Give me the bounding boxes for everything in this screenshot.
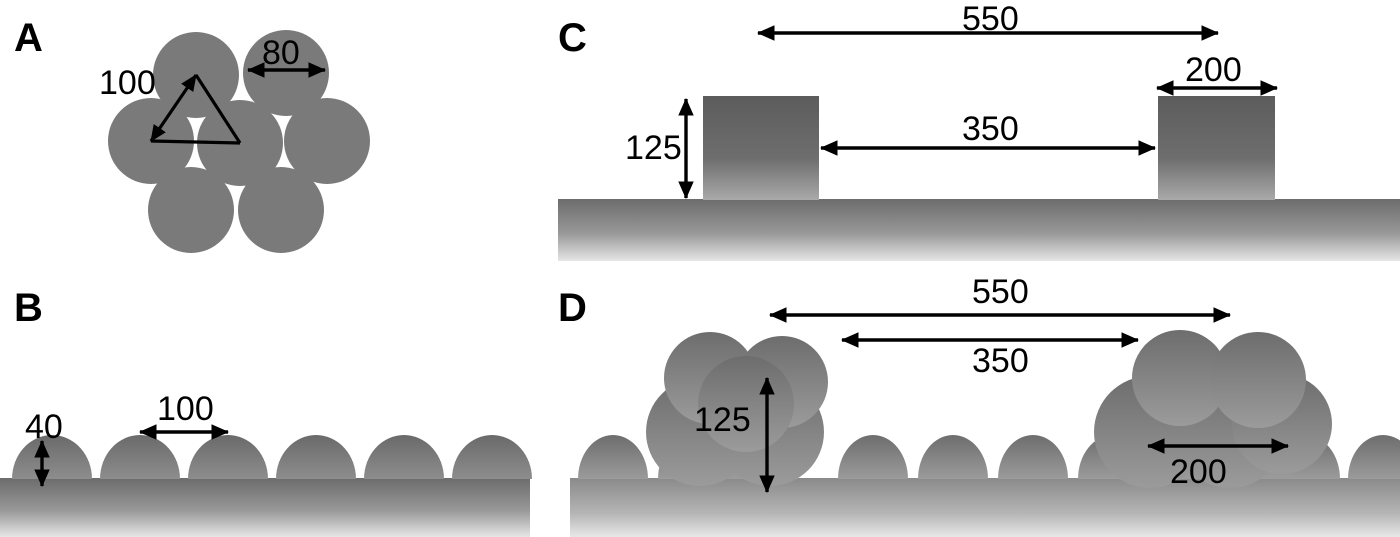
panel-letter-b: B: [14, 286, 43, 330]
dimension-label-b-pitch: 100: [157, 390, 214, 428]
substrate: [570, 478, 1400, 537]
dimension-label-d-height: 125: [694, 401, 751, 439]
nanodot-dome: [838, 435, 908, 479]
panel-letter-a: A: [14, 16, 43, 60]
dimension-label-a-diameter: 80: [262, 34, 300, 72]
nanodot-circle: [284, 98, 370, 184]
pitch-triangle: [149, 74, 242, 145]
nanodot-dome: [918, 435, 988, 479]
panel-b-graphics: [0, 424, 532, 537]
dimension-label-c-width: 200: [1185, 51, 1242, 89]
nanodot-dome: [188, 435, 268, 479]
dimension-label-d-gap: 350: [972, 342, 1029, 380]
panel-a-graphics: [108, 30, 370, 253]
nanodot-dome: [1348, 435, 1400, 479]
dimension-label-b-height: 40: [25, 408, 63, 446]
nanodot-dome: [364, 435, 444, 479]
nanodot-dome: [276, 435, 356, 479]
nanodot-dome: [452, 435, 532, 479]
substrate: [558, 199, 1400, 261]
substrate: [0, 478, 530, 537]
dimension-label-d-pitch: 550: [972, 273, 1029, 311]
hierarchical-micropillar: [1094, 330, 1332, 488]
panel-c-graphics: [558, 25, 1400, 261]
dimension-label-a-pitch: 100: [99, 64, 156, 102]
nanodot-dome: [578, 435, 648, 479]
dimension-label-d-width: 200: [1170, 453, 1227, 491]
dimension-label-c-gap: 350: [962, 110, 1019, 148]
panel-d-graphics: [570, 307, 1400, 537]
panel-letter-c: C: [558, 16, 587, 60]
nanodot-dome: [100, 435, 180, 479]
dimension-label-c-pitch: 550: [962, 0, 1019, 38]
micropillar: [703, 96, 819, 200]
dimension-label-c-height: 125: [625, 129, 682, 167]
nanodot-dome: [12, 435, 92, 479]
nanodot-dome: [998, 435, 1068, 479]
nanodot-circle: [148, 167, 234, 253]
panel-letter-d: D: [558, 286, 587, 330]
micropillar: [1158, 96, 1275, 200]
nanodot-circle: [238, 167, 324, 253]
